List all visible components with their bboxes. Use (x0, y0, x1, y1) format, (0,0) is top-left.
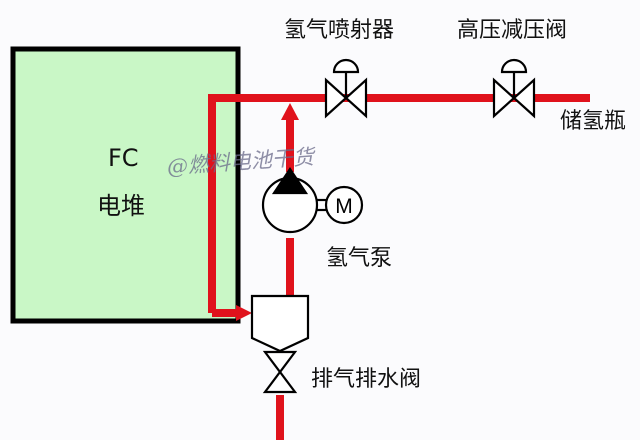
injector-valve-symbol (324, 58, 368, 119)
water-separator-symbol (250, 294, 310, 353)
supply-pipe (208, 94, 590, 313)
pressure-reducer-label: 高压减压阀 (457, 18, 568, 43)
fc-stack-box (10, 46, 241, 324)
pump-label: 氢气泵 (326, 246, 393, 271)
purge-valve-label: 排气排水阀 (311, 367, 422, 392)
pipes (208, 94, 590, 440)
pump-direction-triangle (271, 167, 309, 195)
purge-valve-symbol (262, 350, 298, 394)
hydrogen-pump-symbol (261, 167, 364, 234)
stack-label-fc: FC (108, 144, 139, 172)
motor-symbol: M (335, 195, 353, 218)
motor-circle (324, 185, 364, 225)
stack-label-name: 电堆 (97, 192, 145, 220)
tank-label: 储氢瓶 (560, 109, 627, 134)
injector-label: 氢气喷射器 (284, 18, 395, 43)
flow-arrow-up (281, 103, 299, 120)
flow-arrow-right (236, 305, 252, 321)
pressure-reducer-valve-symbol (492, 58, 536, 119)
